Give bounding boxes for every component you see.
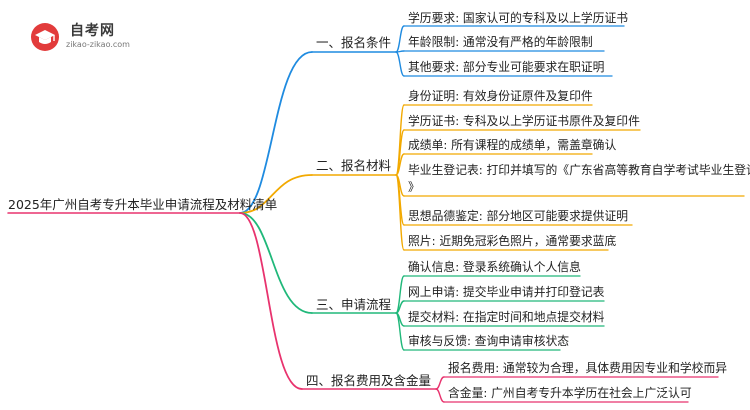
branch-leaf-connector: [395, 174, 405, 251]
branch-leaf-connector: [435, 388, 445, 403]
leaf-node-continued: 》: [408, 180, 420, 194]
leaf-node: 确认信息: 登录系统确认个人信息: [408, 260, 581, 274]
leaf-node: 报名费用: 通常较为合理，具体费用因专业和学校而异: [448, 361, 728, 375]
leaf-node: 其他要求: 部分专业可能要求在职证明: [408, 60, 605, 74]
root-topic: 2025年广州自考专升本毕业申请流程及材料清单: [8, 197, 278, 212]
leaf-node: 年龄限制: 通常没有严格的年龄限制: [408, 35, 593, 49]
leaf-node: 学历证书: 专科及以上学历证书原件及复印件: [408, 114, 640, 128]
branch-label: 一、报名条件: [316, 35, 392, 50]
branch-leaf-connector: [395, 25, 405, 53]
leaf-node: 学历要求: 国家认可的专科及以上学历证书: [408, 11, 629, 25]
branch-leaf-connector: [395, 51, 405, 77]
logo-title: 自考网: [70, 23, 115, 39]
branch-leaf-connector: [435, 376, 445, 390]
root-branch-connector: [239, 212, 313, 314]
site-logo: 自考网 zikao-zikao.com: [30, 18, 140, 56]
leaf-node: 成绩单: 所有课程的成绩单，需盖章确认: [408, 138, 617, 152]
branch-leaf-connector: [395, 312, 405, 351]
root-branch-connector: [239, 51, 313, 214]
root-branch-connector: [239, 174, 313, 214]
logo-url: zikao-zikao.com: [66, 40, 130, 49]
leaf-node: 毕业生登记表: 打印并填写的《广东省高等教育自学考试毕业生登记表: [408, 163, 750, 177]
branch-label: 三、申请流程: [316, 297, 392, 312]
root-branch-connector: [239, 212, 303, 390]
leaf-node: 审核与反馈: 查询申请审核状态: [408, 334, 570, 348]
branch-label: 四、报名费用及含金量: [306, 373, 432, 388]
leaf-node: 含金量: 广州自考专升本学历在社会上广泛认可: [448, 386, 692, 400]
graduation-cap-icon: [31, 23, 59, 51]
leaf-node: 思想品德鉴定: 部分地区可能要求提供证明: [408, 209, 629, 223]
branch-label: 二、报名材料: [316, 158, 392, 173]
leaf-node: 照片: 近期免冠彩色照片，通常要求蓝底: [408, 234, 617, 248]
leaf-node: 网上申请: 提交毕业申请并打印登记表: [408, 285, 605, 299]
leaf-node: 提交材料: 在指定时间和地点提交材料: [408, 310, 605, 324]
leaf-node: 身份证明: 有效身份证原件及复印件: [408, 89, 593, 103]
branch-leaf-connector: [395, 153, 405, 176]
